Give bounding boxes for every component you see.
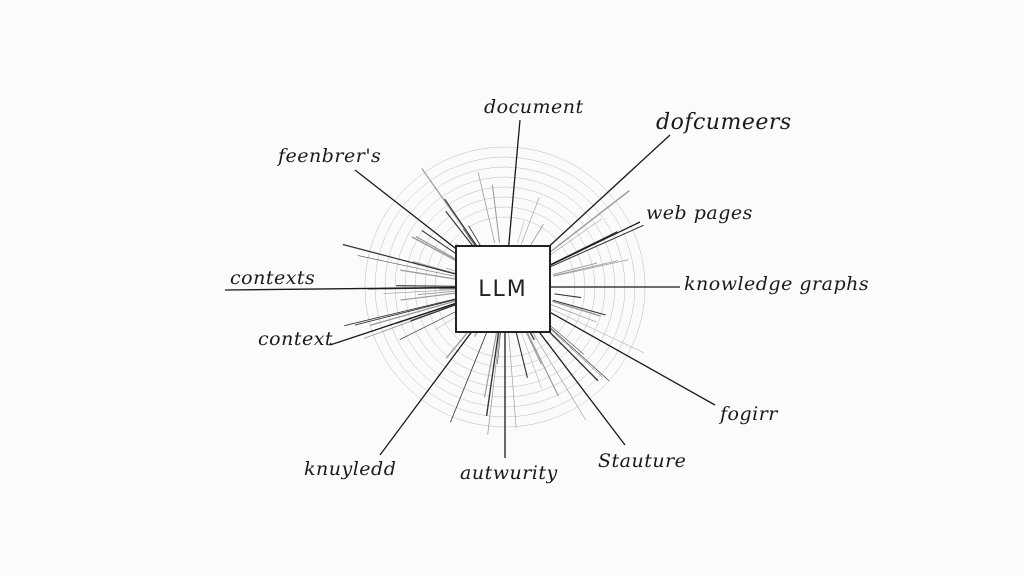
sketch-ray bbox=[421, 168, 479, 250]
sketch-ray bbox=[411, 236, 463, 265]
sketch-ray bbox=[342, 243, 458, 276]
sketch-ray bbox=[412, 261, 458, 275]
sketch-ray bbox=[552, 299, 606, 316]
sketch-ray bbox=[517, 221, 525, 244]
label-web-pages: web pages bbox=[646, 202, 753, 224]
sketch-ray bbox=[450, 329, 489, 423]
sketch-ray bbox=[399, 308, 462, 341]
sketch-ray bbox=[553, 260, 618, 277]
sketch-ray bbox=[549, 307, 644, 354]
label-dofcumeers: dofcumeers bbox=[656, 110, 792, 135]
sketch-ray bbox=[524, 328, 542, 365]
sketch-ray bbox=[520, 197, 540, 245]
sketch-ray bbox=[550, 304, 597, 323]
sketch-ray bbox=[439, 288, 456, 290]
sketch-ray bbox=[468, 225, 482, 248]
sketch-ray bbox=[508, 331, 517, 429]
sketch-ray bbox=[528, 224, 544, 248]
sketch-ray bbox=[344, 298, 457, 327]
sketch-ray bbox=[552, 300, 601, 317]
label-context: context bbox=[258, 328, 334, 350]
llm-label: LLM bbox=[478, 276, 528, 302]
sketch-ray bbox=[554, 293, 582, 299]
sketch-ray bbox=[400, 269, 456, 280]
sketch-ray bbox=[396, 285, 456, 287]
label-knuyledd: knuyledd bbox=[304, 458, 397, 480]
sketch-ray bbox=[528, 326, 587, 421]
label-fogirr: fogirr bbox=[720, 403, 778, 425]
sketch-ray bbox=[553, 259, 629, 277]
label-contexts: contexts bbox=[230, 267, 316, 289]
label-feenbrers: feenbrer's bbox=[278, 145, 382, 167]
sketch-ray bbox=[487, 331, 501, 435]
sketch-ray bbox=[520, 329, 542, 389]
sketch-ray bbox=[552, 262, 598, 275]
label-stauture: Stauture bbox=[598, 450, 687, 472]
sketch-ray bbox=[370, 299, 458, 326]
sketch-ray bbox=[445, 210, 477, 251]
sketch-ray bbox=[524, 327, 559, 397]
label-document: document bbox=[484, 96, 584, 118]
sketch-ray bbox=[388, 298, 457, 317]
sketch-ray bbox=[540, 318, 610, 382]
sketch-ray bbox=[477, 172, 496, 244]
sketch-ray bbox=[444, 198, 480, 250]
sketch-ray bbox=[417, 290, 456, 295]
sketch-ray bbox=[542, 189, 630, 259]
sketch-ray bbox=[416, 267, 457, 277]
sketch-ray bbox=[485, 331, 500, 416]
sketch-ray bbox=[544, 218, 602, 260]
sketch-ray bbox=[483, 331, 498, 398]
sketch-ray bbox=[491, 184, 500, 243]
llm-cube: LLM bbox=[455, 245, 551, 333]
sketch-ray bbox=[415, 236, 463, 264]
sketch-ray bbox=[383, 289, 456, 294]
sketch-ray bbox=[497, 331, 501, 365]
sketch-ray bbox=[515, 330, 528, 378]
sketch-ray bbox=[400, 292, 456, 301]
label-autwurity: autwurity bbox=[460, 462, 558, 484]
label-knowledge-graphs: knowledge graphs bbox=[684, 273, 870, 295]
sketch-ray bbox=[549, 224, 644, 268]
